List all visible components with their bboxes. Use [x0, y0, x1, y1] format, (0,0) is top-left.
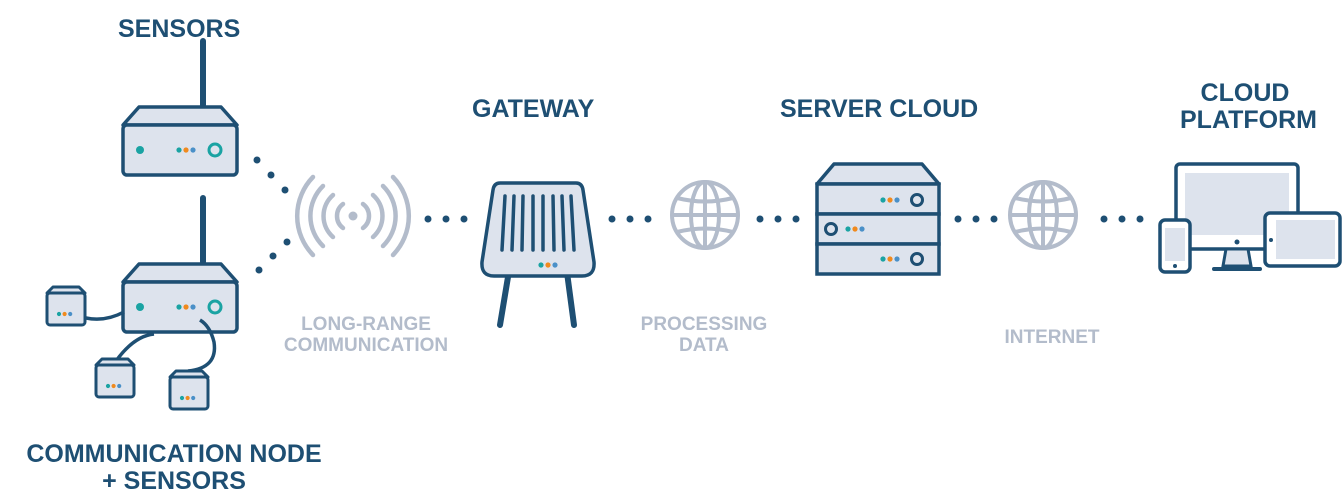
server-cloud-label: SERVER CLOUD	[780, 95, 979, 123]
server-rack-icon	[815, 162, 941, 276]
sensor-cables	[85, 310, 217, 373]
processing-data-label-line2: DATA	[679, 334, 729, 356]
globe-icon	[670, 180, 740, 250]
link-dots-gateway-globe	[608, 215, 652, 223]
link-dots-signal-gateway	[424, 215, 468, 223]
communication-node-router-icon	[123, 198, 237, 332]
communication-node-label: COMMUNICATION NODE + SENSORS	[0, 441, 348, 495]
processing-data-label: PROCESSING DATA	[622, 314, 786, 356]
sensor-box-icon	[170, 371, 208, 409]
phone-icon	[1158, 218, 1192, 274]
wireless-signal-icon	[294, 174, 412, 258]
sensors-label: SENSORS	[118, 15, 241, 43]
internet-label: INTERNET	[1004, 327, 1100, 348]
sensors-router-icon	[123, 41, 237, 175]
gateway-label: GATEWAY	[472, 95, 595, 123]
cloud-platform-label-line2: PLATFORM	[1180, 106, 1318, 134]
sensor-box-icon	[96, 359, 134, 397]
cloud-platform-label-line1: CLOUD	[1200, 79, 1290, 107]
sensor-dotted-links	[253, 156, 291, 274]
tablet-icon	[1263, 211, 1342, 268]
processing-data-label-line1: PROCESSING	[640, 314, 768, 335]
cloud-platform-label: CLOUD PLATFORM	[1180, 79, 1318, 134]
long-range-label-line1: LONG-RANGE	[301, 314, 431, 335]
link-dots-server-globe	[954, 215, 998, 223]
gateway-icon	[480, 181, 596, 328]
long-range-label-line2: COMMUNICATION	[283, 334, 449, 356]
globe-icon	[1008, 180, 1078, 250]
communication-node-label-line2: + SENSORS	[102, 467, 246, 495]
communication-node-label-line1: COMMUNICATION NODE	[26, 440, 322, 468]
link-dots-globe-server	[756, 215, 800, 223]
long-range-communication-label: LONG-RANGE COMMUNICATION	[270, 314, 462, 356]
sensor-box-icon	[47, 287, 85, 325]
link-dots-globe-platform	[1100, 215, 1144, 223]
